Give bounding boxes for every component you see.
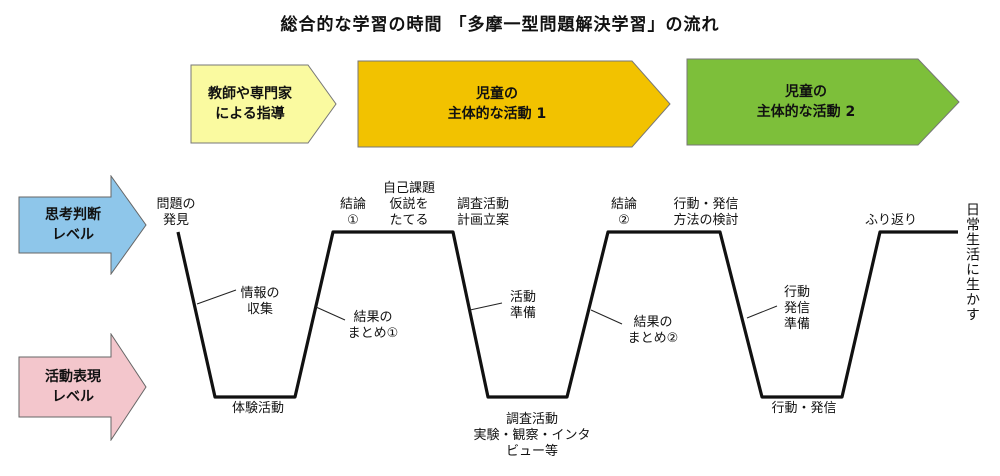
phase-activity1-line1: 児童の [476, 86, 518, 102]
level-arrow-shape [18, 175, 147, 275]
step-discovery: 問題の 発見 [156, 197, 196, 228]
step-investigation: 調査活動 実験・観察・インタ ビュー等 [473, 412, 591, 459]
step-apply-daily-life: 日常生活に生かす [964, 202, 980, 322]
level-activity-line1: 活動表現 [45, 369, 101, 385]
connector-summary2 [590, 309, 623, 325]
step-collection: 情報の 収集 [240, 286, 280, 317]
step-hypothesis: 自己課題 仮説を たてる [382, 181, 435, 228]
step-conclusion2: 結論 ② [610, 197, 637, 228]
phase-activity2-line1: 児童の [785, 84, 827, 100]
step-prep: 活動 準備 [509, 290, 536, 321]
connector-prep [469, 302, 503, 311]
process-path-line [176, 230, 958, 399]
step-action-prep: 行動 発信 準備 [783, 285, 810, 332]
level-activity-line2: レベル [52, 389, 94, 405]
level-thinking-line1: 思考判断 [45, 207, 101, 223]
connector-action-prep [746, 305, 778, 319]
step-review: 行動・発信 方法の検討 [673, 197, 739, 228]
step-action: 行動・発信 [771, 401, 837, 416]
page-title: 総合的な学習の時間 「多摩一型問題解決学習」の流れ [280, 15, 720, 35]
phase-teacher-line2: による指導 [215, 106, 285, 122]
connector-summary1 [315, 306, 346, 321]
connector-collection [196, 289, 237, 305]
level-arrow-shape [18, 333, 147, 441]
step-experience: 体験活動 [231, 401, 284, 416]
step-plan: 調査活動 計画立案 [456, 197, 509, 228]
phase-student-activity-2: 児童の 主体的な活動 2 [686, 58, 961, 146]
step-summary2: 結果の まとめ② [627, 315, 679, 346]
step-summary1: 結果の まとめ① [347, 310, 399, 341]
phase-activity2-line2: 主体的な活動 2 [756, 104, 856, 120]
phase-teacher-guidance: 教師や専門家 による指導 [190, 64, 338, 144]
step-reflection: ふり返り [864, 213, 917, 228]
phase-arrow-shape [357, 60, 671, 148]
phase-teacher-line1: 教師や専門家 [208, 86, 292, 102]
phase-student-activity-1: 児童の 主体的な活動 1 [357, 60, 672, 148]
phase-arrow-shape [686, 58, 960, 146]
level-activity: 活動表現 レベル [18, 333, 148, 441]
level-thinking: 思考判断 レベル [18, 175, 148, 275]
level-thinking-line2: レベル [52, 227, 94, 243]
step-conclusion1: 結論 ① [339, 197, 366, 228]
phase-activity1-line2: 主体的な活動 1 [447, 106, 547, 122]
phase-arrow-shape [190, 64, 337, 144]
